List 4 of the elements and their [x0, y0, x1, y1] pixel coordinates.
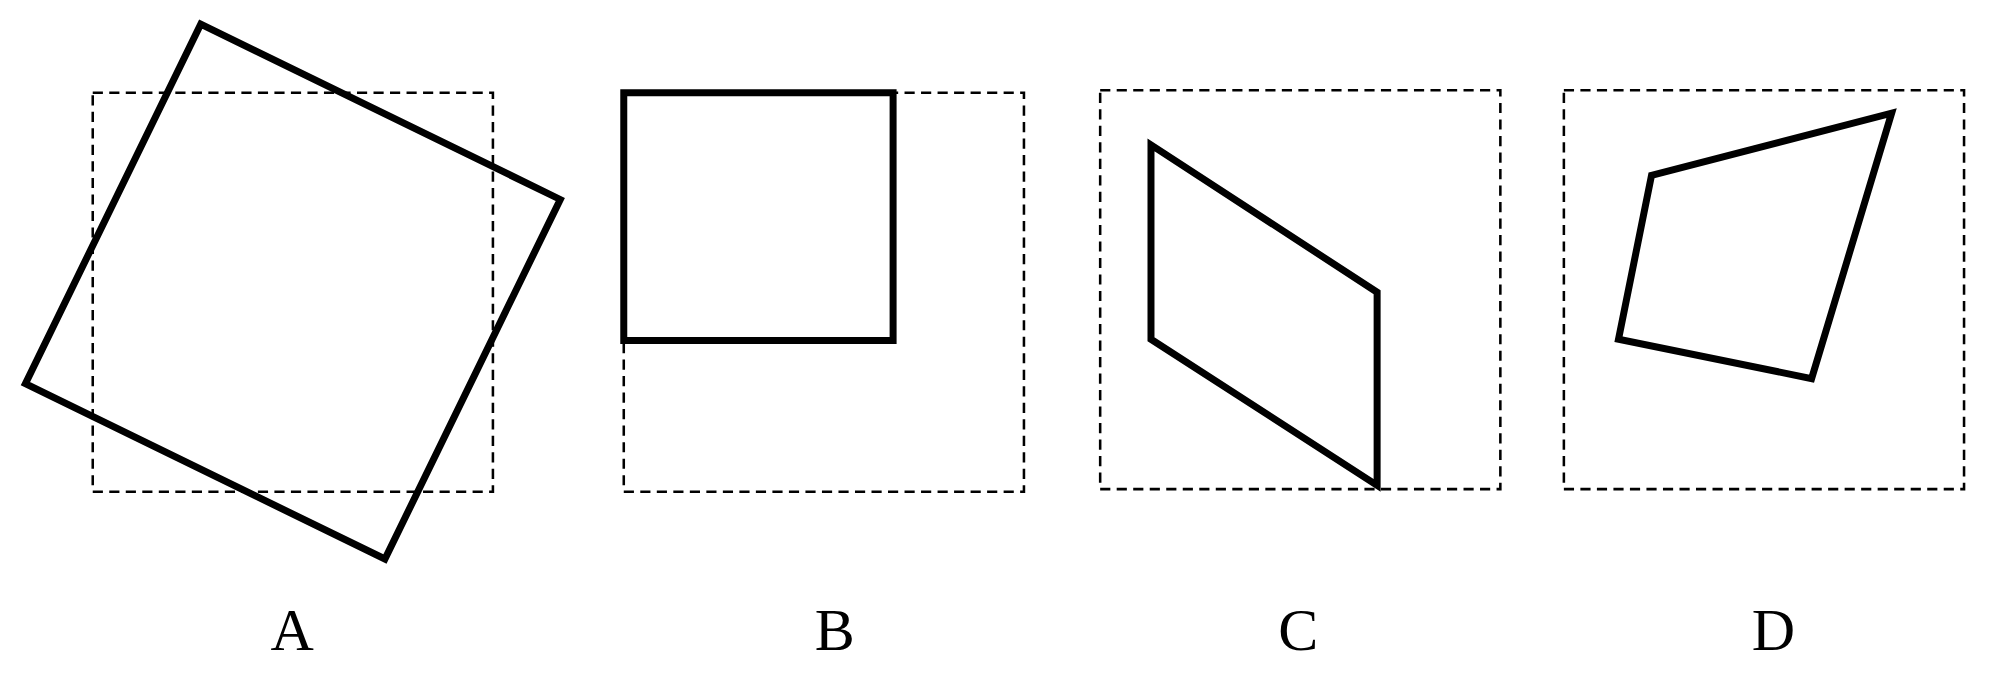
option-letter: D — [1751, 600, 1796, 660]
option-letter: A — [270, 600, 314, 660]
option-letter: C — [1278, 600, 1319, 660]
option-letter: B — [814, 600, 855, 660]
